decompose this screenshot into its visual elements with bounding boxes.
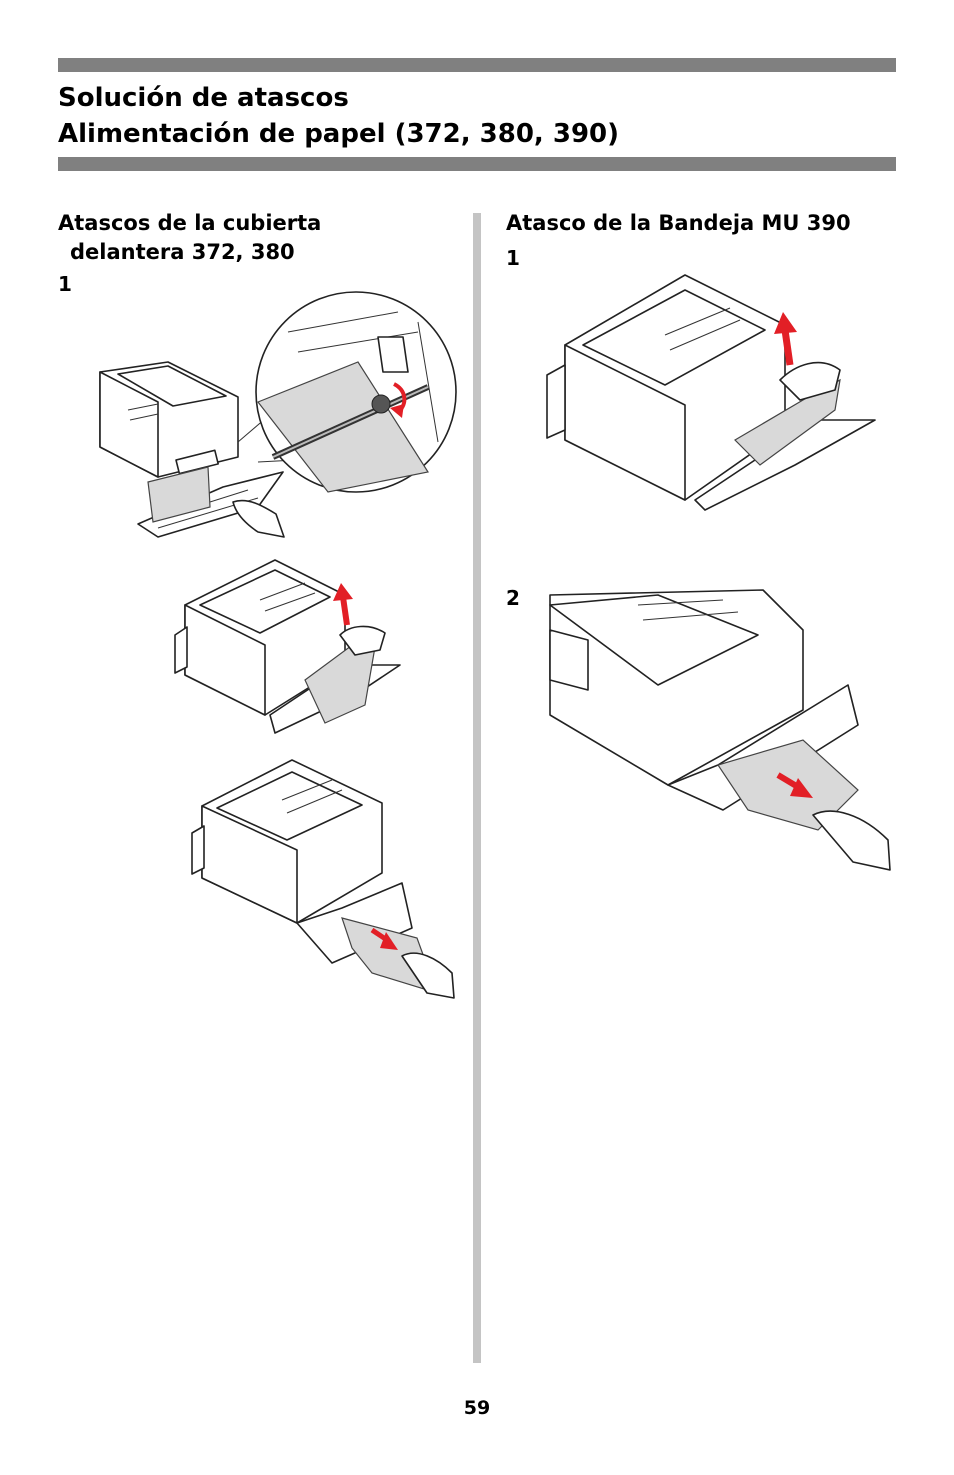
hand-icon [401,952,455,999]
printer-pull-paper-up-illustration [174,559,401,734]
printer-pull-paper-out-illustration [191,759,455,999]
right-step-1: 1 [506,246,520,270]
down-arrow-icon [776,772,813,798]
left-heading: Atascos de la cubierta delantera 372, 38… [58,209,321,267]
hand-icon [812,810,891,871]
page-title: Solución de atascos Alimentación de pape… [58,80,619,152]
down-arrow-icon [370,927,398,950]
left-heading-line-2: delantera 372, 380 [70,240,295,264]
printer-with-roller-detail-illustration [99,291,457,538]
title-line-1: Solución de atascos [58,83,349,113]
up-arrow-icon [333,583,353,626]
hand-icon [339,625,386,656]
left-heading-line-1: Atascos de la cubierta [58,211,322,235]
printer-front-cover-open [99,361,284,538]
up-arrow-icon [774,312,797,366]
page-number: 59 [463,1397,491,1419]
left-step-1: 1 [58,272,72,296]
mu-tray-pull-paper-up-illustration [546,274,876,511]
column-divider [473,213,481,1363]
mu-tray-pull-paper-out-illustration [549,589,891,871]
hand-icon [779,361,841,401]
roller-detail-magnifier-icon [255,291,457,493]
top-rule [58,58,896,72]
bottom-rule [58,157,896,171]
title-line-2: Alimentación de papel (372, 380, 390) [58,119,620,149]
hand-icon [232,499,285,538]
right-heading: Atasco de la Bandeja MU 390 [506,211,851,235]
right-step-2: 2 [506,586,520,610]
